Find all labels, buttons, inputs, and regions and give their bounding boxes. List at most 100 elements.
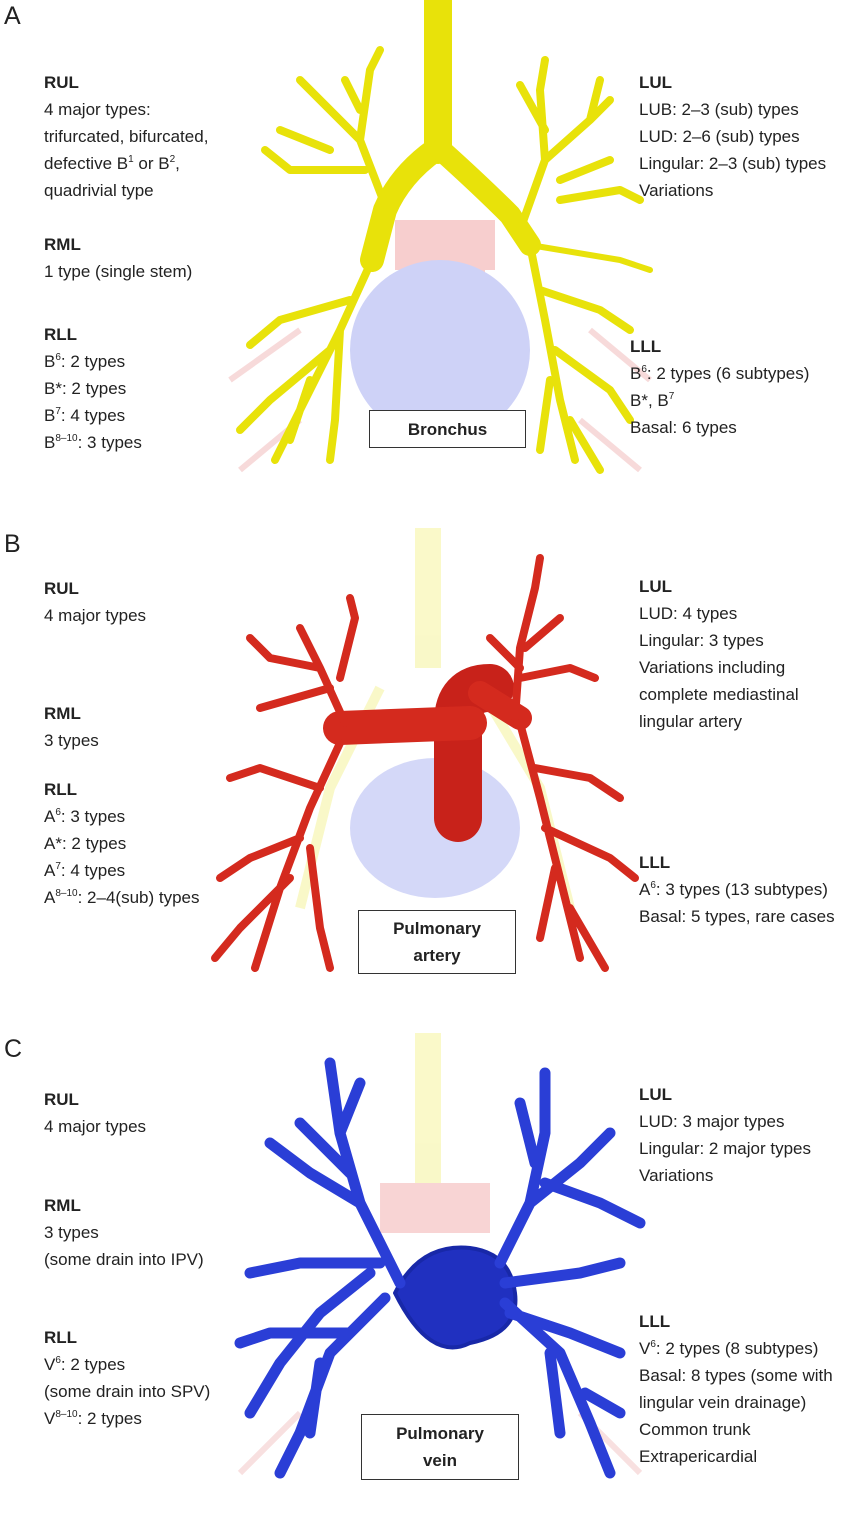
- line-text: 3 types: [44, 1223, 99, 1242]
- superscript: 7: [668, 391, 675, 402]
- line-text: V: [639, 1339, 651, 1358]
- line-text: Extrapericardial: [639, 1447, 758, 1466]
- lobe-head: RLL: [44, 325, 78, 344]
- lobe-line: 4 major types: [44, 602, 146, 629]
- rul-label-block: RUL 4 major types: [44, 575, 146, 629]
- pulmonary-artery-3d-image: [211, 528, 639, 972]
- lobe-line: (some drain into SPV): [44, 1378, 210, 1405]
- line-text: (some drain into SPV): [44, 1382, 211, 1401]
- superscript: 7: [55, 861, 61, 872]
- lll-label-block: LLL A6: 3 types (13 subtypes) Basal: 5 ty…: [639, 849, 835, 930]
- lobe-line: B8–10: 3 types: [44, 429, 142, 456]
- superscript: 7: [55, 406, 61, 417]
- lobe-head: LUL: [639, 577, 673, 596]
- superscript: 6: [650, 1339, 656, 1350]
- line-text: lingular artery: [639, 712, 742, 731]
- line-text: Basal: 8 types (some with: [639, 1366, 833, 1385]
- lobe-line: Lingular: 2–3 (sub) types: [639, 150, 826, 177]
- lobe-line: 3 types: [44, 1219, 204, 1246]
- line-text: or B: [133, 154, 170, 173]
- line-text: A: [44, 888, 56, 907]
- lobe-line: B7: 4 types: [44, 402, 142, 429]
- lobe-head: RUL: [44, 1090, 79, 1109]
- lobe-line: 4 major types:: [44, 96, 208, 123]
- line-text: complete mediastinal: [639, 685, 799, 704]
- lobe-line: B6: 2 types: [44, 348, 142, 375]
- lobe-line: Extrapericardial: [639, 1443, 833, 1470]
- lobe-line: V6: 2 types: [44, 1351, 210, 1378]
- lobe-line: 4 major types: [44, 1113, 146, 1140]
- panel-a-bronchus: A RUL 4 major types:trifurc: [0, 0, 856, 500]
- line-text: Lingular: 3 types: [639, 631, 764, 650]
- rml-label-block: RML 3 types(some drain into IPV): [44, 1192, 204, 1273]
- superscript: 8–10: [55, 1409, 78, 1420]
- line-text: Basal: 5 types, rare cases: [639, 907, 835, 926]
- lobe-line: LUB: 2–3 (sub) types: [639, 96, 826, 123]
- line-text: B: [44, 406, 56, 425]
- lobe-line: quadrivial type: [44, 177, 208, 204]
- lobe-line: Basal: 8 types (some with: [639, 1362, 833, 1389]
- lobe-head: RLL: [44, 780, 78, 799]
- lll-label-block: LLL V6: 2 types (8 subtypes)Basal: 8 typ…: [639, 1308, 833, 1470]
- lobe-line: Variations: [639, 1162, 811, 1189]
- superscript: 6: [641, 364, 647, 375]
- lobe-head: RUL: [44, 73, 79, 92]
- line-text: B: [630, 364, 642, 383]
- line-text: 3 types: [44, 731, 99, 750]
- line-text: : 3 types: [77, 433, 142, 452]
- superscript: 8–10: [55, 433, 78, 444]
- lobe-line: Lingular: 2 major types: [639, 1135, 811, 1162]
- lobe-line: A*: 2 types: [44, 830, 200, 857]
- line-text: A: [44, 807, 56, 826]
- lobe-head: LLL: [639, 853, 671, 872]
- lobe-line: Basal: 5 types, rare cases: [639, 903, 835, 930]
- pulmonary-vein-3d-image: [234, 1033, 646, 1479]
- line-text: lingular vein drainage): [639, 1393, 807, 1412]
- line-text: : 3 types: [60, 807, 126, 826]
- lobe-line: Variations: [639, 177, 826, 204]
- superscript: 6: [55, 352, 61, 363]
- line-text: Lingular: 2 major types: [639, 1139, 811, 1158]
- panel-letter: A: [4, 2, 21, 30]
- bronchus-label-box: Bronchus: [369, 410, 526, 448]
- line-text: trifurcated, bifurcated,: [44, 127, 209, 146]
- line-text: Variations including: [639, 658, 786, 677]
- line-text: : 2 types (8 subtypes): [655, 1339, 819, 1358]
- lobe-line: V6: 2 types (8 subtypes): [639, 1335, 833, 1362]
- line-text: LUD: 4 types: [639, 604, 738, 623]
- lobe-line: 1 type (single stem): [44, 258, 192, 285]
- lobe-line: B*: 2 types: [44, 375, 142, 402]
- lobe-line: defective B1 or B2,: [44, 150, 208, 177]
- lobe-head: RUL: [44, 579, 79, 598]
- lobe-head: LUL: [639, 73, 673, 92]
- lobe-line: Basal: 6 types: [630, 414, 809, 441]
- line-text: B*: 2 types: [44, 379, 127, 398]
- line-text: : 2 types: [60, 352, 126, 371]
- lobe-head: LUL: [639, 1085, 673, 1104]
- lobe-line: Common trunk: [639, 1416, 833, 1443]
- line-text: : 4 types: [60, 861, 126, 880]
- line-text: 4 major types: [44, 1117, 147, 1136]
- lobe-head: RML: [44, 704, 81, 723]
- lobe-line: 3 types: [44, 727, 99, 754]
- line-text: LUD: 3 major types: [639, 1112, 785, 1131]
- superscript: 6: [650, 880, 656, 891]
- line-text: Variations: [639, 1166, 714, 1185]
- superscript: 1: [128, 154, 134, 165]
- rml-label-block: RML 3 types: [44, 700, 99, 754]
- line-text: Common trunk: [639, 1420, 751, 1439]
- lobe-line: B*, B7: [630, 387, 809, 414]
- line-text: A: [639, 880, 651, 899]
- line-text: ,: [175, 154, 180, 173]
- line-text: : 3 types (13 subtypes): [655, 880, 828, 899]
- line-text: quadrivial type: [44, 181, 154, 200]
- line-text: LUB: 2–3 (sub) types: [639, 100, 799, 119]
- lobe-head: RLL: [44, 1328, 78, 1347]
- lobe-line: trifurcated, bifurcated,: [44, 123, 208, 150]
